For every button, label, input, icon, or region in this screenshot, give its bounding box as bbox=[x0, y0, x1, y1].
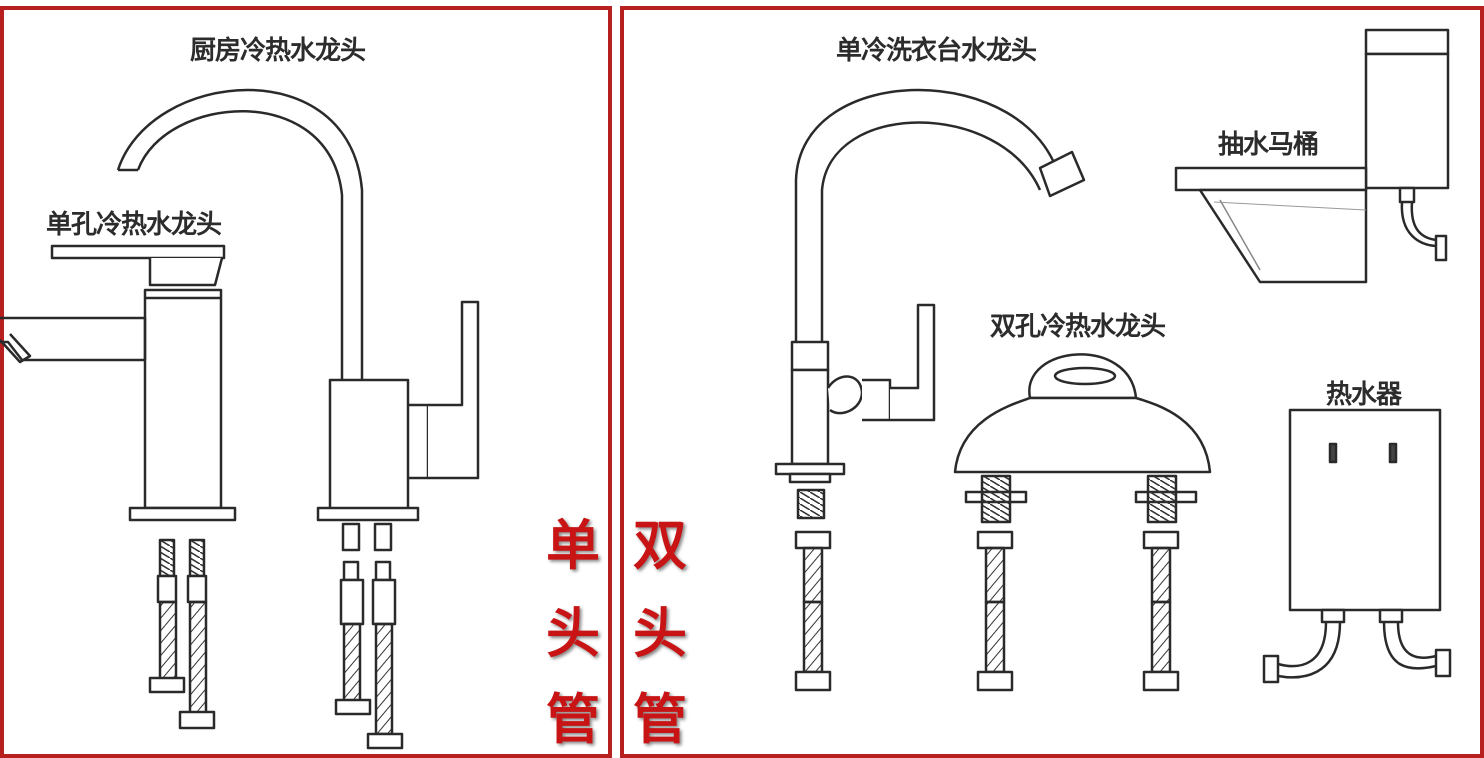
toilet bbox=[1176, 30, 1448, 282]
double-tag-char-2: 头 bbox=[633, 602, 687, 665]
single-hole-faucet bbox=[0, 246, 235, 520]
double-hole-faucet bbox=[955, 354, 1210, 522]
double-hole-faucet-label: 双孔冷热水龙头 bbox=[990, 312, 1166, 342]
single-tag-char-3: 管 bbox=[546, 688, 600, 751]
kitchen-faucet bbox=[118, 90, 478, 550]
double-tag-char-3: 管 bbox=[633, 688, 687, 751]
laundry-faucet-label: 单冷洗衣台水龙头 bbox=[836, 36, 1037, 66]
single-hole-faucet-label: 单孔冷热水龙头 bbox=[46, 210, 222, 240]
double-faucet-hoses bbox=[978, 532, 1178, 690]
single-tag-char-2: 头 bbox=[546, 602, 600, 665]
water-heater bbox=[1264, 410, 1450, 682]
kitchen-faucet-hoses bbox=[336, 562, 402, 748]
single-tag-char-1: 单 bbox=[546, 514, 600, 577]
laundry-hose bbox=[796, 532, 830, 690]
water-heater-label: 热水器 bbox=[1326, 380, 1402, 410]
laundry-faucet bbox=[776, 90, 1084, 518]
kitchen-faucet-label: 厨房冷热水龙头 bbox=[190, 36, 366, 66]
single-faucet-hoses bbox=[150, 540, 214, 728]
toilet-label: 抽水马桶 bbox=[1218, 130, 1319, 160]
double-tag-char-1: 双 bbox=[633, 514, 687, 577]
